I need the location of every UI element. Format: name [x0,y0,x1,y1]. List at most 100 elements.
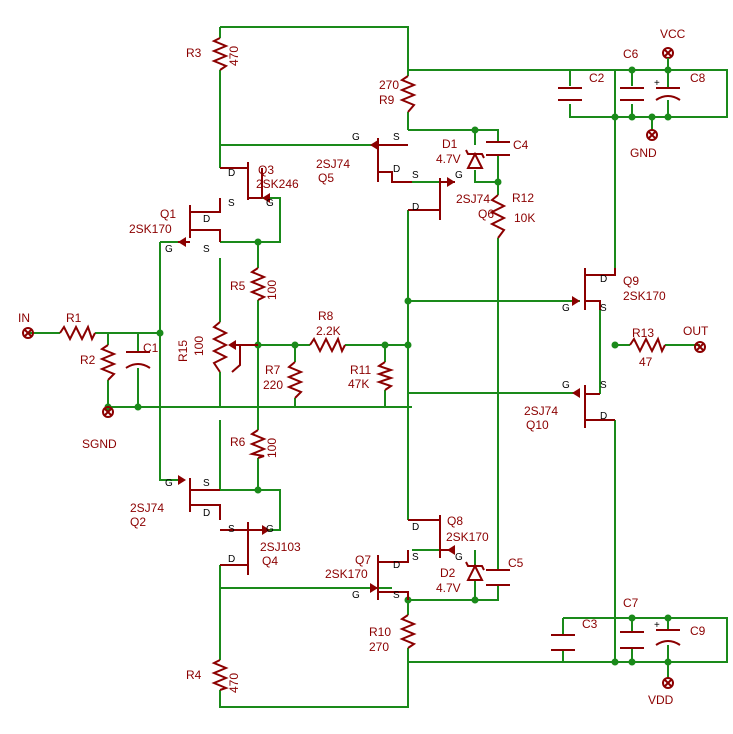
r1-name: R1 [66,311,82,325]
q8-type: 2SK170 [446,530,489,544]
q2-drain-pin: D [203,508,210,519]
r11-value: 47K [348,377,369,391]
resistor-r11 [375,361,395,391]
q7-gate-pin: G [352,590,360,601]
sgnd-label: SGND [82,437,117,451]
resistor-symbols [59,37,666,691]
resistor-r5 [249,267,267,301]
in-port-icon[interactable] [22,327,34,339]
junction [134,403,142,411]
c6-label: C6 [623,47,639,61]
r4-value: 470 [227,673,241,693]
capacitor-c6 [620,87,644,101]
r4-name: R4 [186,668,202,682]
junction [494,178,502,186]
d2-value: 4.7V [436,581,461,595]
capacitor-c7 [620,631,644,649]
c8-label: C8 [690,71,706,85]
q10-type: 2SJ74 [524,404,558,418]
wiper-arrow-icon [228,340,236,350]
c9-label: C9 [690,624,706,638]
gnd-port-icon[interactable] [646,129,658,141]
resistor-r2 [99,344,117,381]
resistor-r12 [489,194,507,239]
svg-text:+: + [654,620,660,631]
q9-drain-pin: D [600,274,607,285]
capacitor-c4 [486,141,510,156]
r12-name: R12 [512,191,534,205]
c4-label: C4 [513,138,529,152]
vcc-label: VCC [660,27,686,41]
junction [664,113,672,121]
q3-name: Q3 [258,163,274,177]
resistor-r1 [59,324,96,342]
q2-source-pin: S [203,478,210,489]
r5-name: R5 [230,279,246,293]
r2-name: R2 [80,353,96,367]
vdd-port-icon[interactable] [662,677,674,689]
q5-source-pin: S [393,132,400,143]
transistor-q9 [572,268,616,310]
q2-gate-pin: G [165,478,173,489]
junction [291,341,299,349]
out-port-icon[interactable] [694,341,706,353]
pin-labels: D S G D S G G S D S G D D G S G S D G S … [165,132,607,601]
labels: IN SGND VCC GND OUT VDD R3 470 270 R9 R1… [18,27,709,707]
potentiometer-adjust [231,345,241,373]
junction [628,113,636,121]
junction [664,614,672,622]
q8-drain-pin: D [412,522,419,533]
svg-text:+: + [654,78,660,89]
transistor-q6 [408,177,455,220]
junction [648,113,656,121]
diode-symbols [465,149,485,581]
q5-type: 2SJ74 [316,157,350,171]
transistor-q5 [370,138,412,183]
q10-name: Q10 [526,418,549,432]
zener-d2 [465,561,485,581]
transistor-q8 [408,515,455,558]
q2-type: 2SJ74 [130,501,164,515]
q3-drain-pin: D [228,168,235,179]
capacitor-c8: + [654,78,681,101]
vcc-port-icon[interactable] [662,47,674,70]
sgnd-port-icon[interactable] [102,406,114,418]
junction [611,341,619,349]
junction [471,596,479,604]
junction [664,658,672,666]
capacitor-c9: + [654,620,681,646]
resistor-r6 [248,429,267,459]
r5-value: 100 [265,280,279,300]
q6-source-pin: S [412,170,419,181]
junction [628,66,636,74]
q4-name: Q4 [262,554,278,568]
r6-name: R6 [230,435,246,449]
port-symbols [22,47,706,689]
q7-name: Q7 [355,553,371,567]
r13-value: 47 [639,355,653,369]
q9-name: Q9 [623,274,639,288]
r10-name: R10 [369,625,391,639]
c7-label: C7 [623,596,639,610]
q8-name: Q8 [447,514,463,528]
r11-name: R11 [350,363,371,377]
q1-source-pin: S [203,244,210,255]
q1-gate-pin: G [165,244,173,255]
q8-source-pin: S [412,552,419,563]
resistor-r10 [399,614,417,649]
q9-type: 2SK170 [623,289,666,303]
r15-name: R15 [176,340,190,362]
r8-name: R8 [318,309,334,323]
c1-label: C1 [143,341,159,355]
resistor-r7 [286,361,304,399]
q3-gate-pin: G [266,198,274,209]
r13-name: R13 [632,326,654,340]
junction [471,126,479,134]
c2-label: C2 [589,71,605,85]
q10-gate-pin: G [562,380,570,391]
transistor-q3 [220,162,270,203]
vdd-label: VDD [648,693,674,707]
q3-source-pin: S [228,198,235,209]
